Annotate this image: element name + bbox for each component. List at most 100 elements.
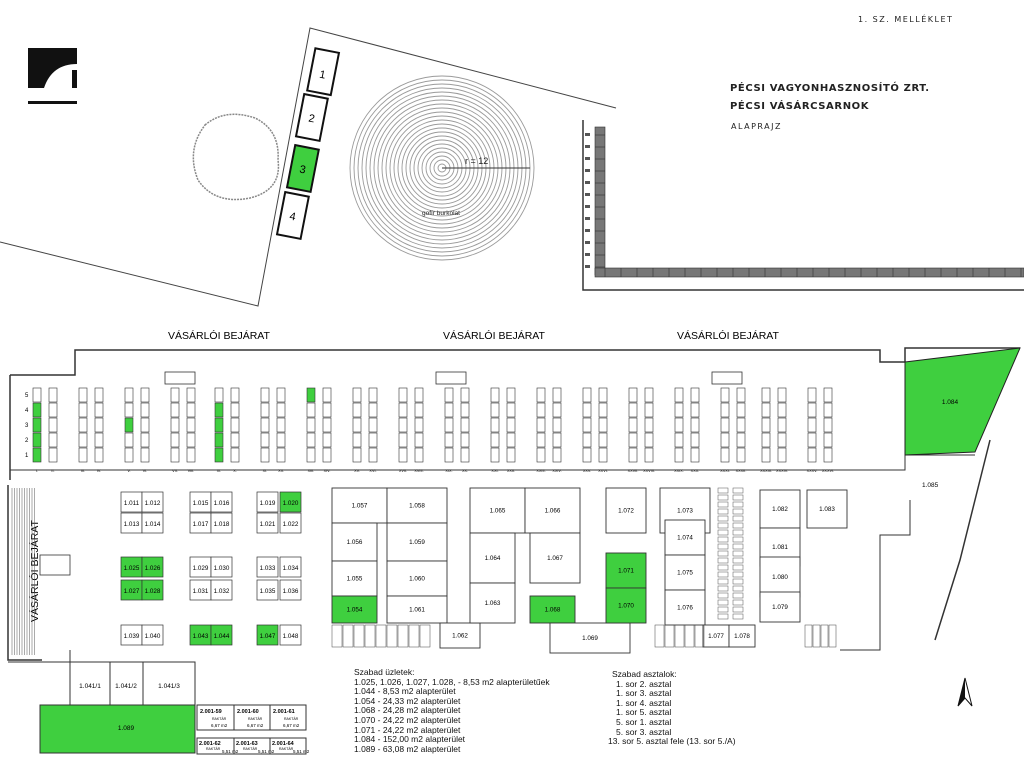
stall-1[interactable] bbox=[306, 47, 341, 97]
table-cell[interactable] bbox=[823, 402, 833, 418]
table-cell[interactable] bbox=[720, 432, 730, 448]
table-cell[interactable] bbox=[32, 432, 42, 448]
table-cell[interactable] bbox=[78, 417, 88, 433]
table-cell[interactable] bbox=[398, 432, 408, 448]
table-cell[interactable] bbox=[368, 417, 378, 433]
table-cell[interactable] bbox=[306, 387, 316, 403]
table-cell[interactable] bbox=[260, 432, 270, 448]
table-cell[interactable] bbox=[276, 387, 286, 403]
table-cell[interactable] bbox=[690, 387, 700, 403]
kiosk-1-018[interactable]: 1.018 bbox=[210, 512, 233, 534]
table-cell[interactable] bbox=[674, 387, 684, 403]
table-cell[interactable] bbox=[368, 402, 378, 418]
table-cell[interactable] bbox=[823, 417, 833, 433]
table-cell[interactable] bbox=[414, 447, 424, 463]
table-cell[interactable] bbox=[260, 417, 270, 433]
table-cell[interactable] bbox=[460, 417, 470, 433]
table-cell[interactable] bbox=[214, 432, 224, 448]
kiosk-1-029[interactable]: 1.029 bbox=[189, 556, 212, 578]
table-cell[interactable] bbox=[644, 402, 654, 418]
kiosk-1-014[interactable]: 1.014 bbox=[141, 512, 164, 534]
kiosk-1-013[interactable]: 1.013 bbox=[120, 512, 143, 534]
table-cell[interactable] bbox=[720, 417, 730, 433]
table-cell[interactable] bbox=[536, 417, 546, 433]
store-1-076[interactable]: 1.076 bbox=[664, 589, 706, 626]
store-1-060[interactable]: 1.060 bbox=[386, 560, 448, 597]
store-1-079[interactable]: 1.079 bbox=[759, 591, 801, 623]
table-cell[interactable] bbox=[306, 402, 316, 418]
table-cell[interactable] bbox=[352, 417, 362, 433]
table-cell[interactable] bbox=[352, 432, 362, 448]
table-cell[interactable] bbox=[628, 417, 638, 433]
kiosk-1-033[interactable]: 1.033 bbox=[256, 556, 279, 578]
table-cell[interactable] bbox=[230, 432, 240, 448]
table-cell[interactable] bbox=[674, 432, 684, 448]
table-cell[interactable] bbox=[490, 447, 500, 463]
table-cell[interactable] bbox=[186, 432, 196, 448]
table-cell[interactable] bbox=[823, 387, 833, 403]
table-cell[interactable] bbox=[94, 387, 104, 403]
table-cell[interactable] bbox=[582, 387, 592, 403]
kiosk-1-035[interactable]: 1.035 bbox=[256, 579, 279, 601]
kiosk-1-026[interactable]: 1.026 bbox=[141, 556, 164, 578]
table-cell[interactable] bbox=[398, 387, 408, 403]
table-cell[interactable] bbox=[306, 447, 316, 463]
table-cell[interactable] bbox=[78, 402, 88, 418]
table-cell[interactable] bbox=[598, 447, 608, 463]
table-cell[interactable] bbox=[444, 447, 454, 463]
table-cell[interactable] bbox=[322, 447, 332, 463]
table-cell[interactable] bbox=[761, 432, 771, 448]
table-cell[interactable] bbox=[628, 402, 638, 418]
table-cell[interactable] bbox=[352, 402, 362, 418]
store-1-070[interactable]: 1.070 bbox=[605, 587, 647, 624]
table-cell[interactable] bbox=[552, 387, 562, 403]
table-cell[interactable] bbox=[186, 417, 196, 433]
table-cell[interactable] bbox=[230, 402, 240, 418]
store-1-062[interactable]: 1.062 bbox=[439, 622, 481, 649]
table-cell[interactable] bbox=[674, 417, 684, 433]
table-cell[interactable] bbox=[78, 387, 88, 403]
table-cell[interactable] bbox=[260, 402, 270, 418]
table-cell[interactable] bbox=[444, 387, 454, 403]
table-cell[interactable] bbox=[32, 417, 42, 433]
kiosk-1-020[interactable]: 1.020 bbox=[279, 491, 302, 513]
table-cell[interactable] bbox=[230, 387, 240, 403]
table-cell[interactable] bbox=[368, 432, 378, 448]
table-cell[interactable] bbox=[352, 447, 362, 463]
table-cell[interactable] bbox=[124, 432, 134, 448]
table-cell[interactable] bbox=[736, 387, 746, 403]
table-cell[interactable] bbox=[582, 402, 592, 418]
kiosk-1-027[interactable]: 1.027 bbox=[120, 579, 143, 601]
table-cell[interactable] bbox=[582, 432, 592, 448]
table-cell[interactable] bbox=[124, 447, 134, 463]
store-1-075[interactable]: 1.075 bbox=[664, 554, 706, 591]
table-cell[interactable] bbox=[230, 447, 240, 463]
table-cell[interactable] bbox=[761, 387, 771, 403]
store-1-083[interactable]: 1.083 bbox=[806, 489, 848, 529]
kiosk-1-040[interactable]: 1.040 bbox=[141, 624, 164, 646]
table-cell[interactable] bbox=[186, 447, 196, 463]
kiosk-1-031[interactable]: 1.031 bbox=[189, 579, 212, 601]
table-cell[interactable] bbox=[777, 432, 787, 448]
table-cell[interactable] bbox=[170, 402, 180, 418]
table-cell[interactable] bbox=[414, 387, 424, 403]
table-cell[interactable] bbox=[490, 402, 500, 418]
table-cell[interactable] bbox=[506, 402, 516, 418]
table-cell[interactable] bbox=[644, 387, 654, 403]
store-1-055[interactable]: 1.055 bbox=[331, 560, 378, 597]
store-1-064[interactable]: 1.064 bbox=[469, 532, 516, 584]
table-cell[interactable] bbox=[214, 447, 224, 463]
kiosk-1-048[interactable]: 1.048 bbox=[279, 624, 302, 646]
table-cell[interactable] bbox=[690, 402, 700, 418]
store-1-056[interactable]: 1.056 bbox=[331, 522, 378, 562]
table-cell[interactable] bbox=[352, 387, 362, 403]
table-cell[interactable] bbox=[186, 387, 196, 403]
table-cell[interactable] bbox=[48, 417, 58, 433]
table-cell[interactable] bbox=[761, 447, 771, 463]
table-cell[interactable] bbox=[48, 432, 58, 448]
table-cell[interactable] bbox=[506, 387, 516, 403]
store-1-061[interactable]: 1.061 bbox=[386, 595, 448, 624]
table-cell[interactable] bbox=[32, 447, 42, 463]
table-cell[interactable] bbox=[552, 432, 562, 448]
table-cell[interactable] bbox=[444, 402, 454, 418]
